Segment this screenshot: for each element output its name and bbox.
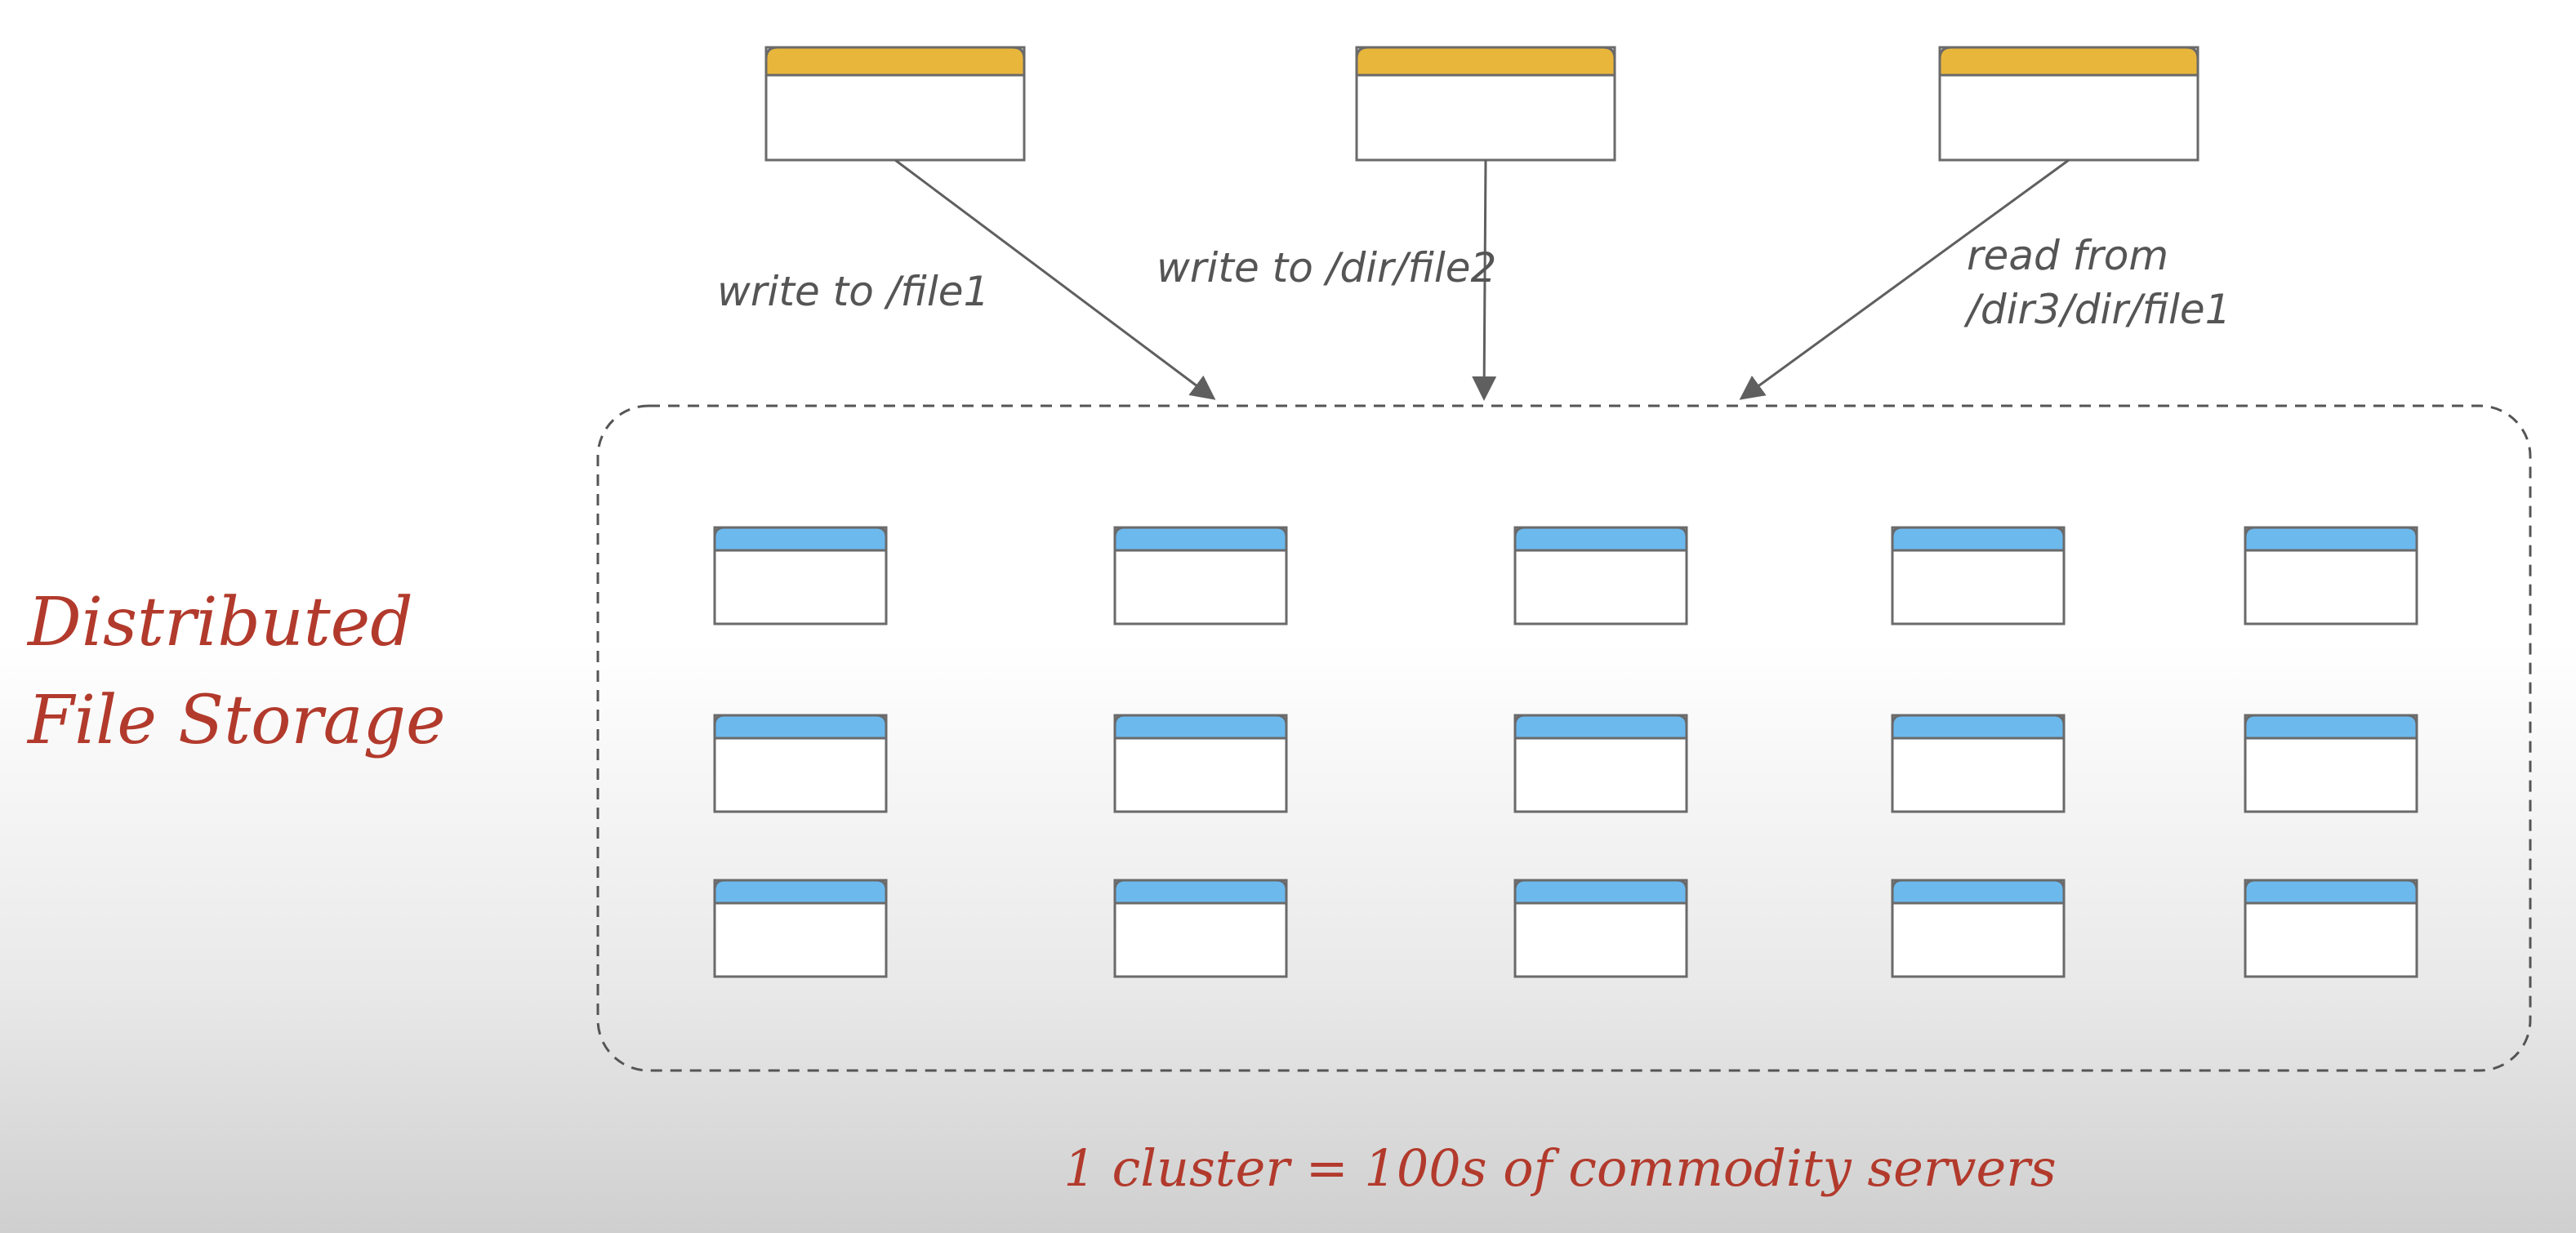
- server-box: [1113, 714, 1288, 813]
- server-box: [1891, 879, 2066, 978]
- request-arrow-1: [894, 158, 1216, 400]
- server-box: [713, 714, 888, 813]
- server-box: [1113, 526, 1288, 625]
- server-box: [1891, 714, 2066, 813]
- request-arrow-2: [1472, 159, 1497, 401]
- request-label-2: write to /dir/file2: [1157, 244, 1496, 292]
- request-label-1: write to /file1: [717, 268, 989, 315]
- request-arrow-3: [1739, 158, 2070, 400]
- diagram-title-line-1: Distributed: [26, 584, 413, 661]
- server-box: [713, 879, 888, 978]
- server-box: [1513, 714, 1688, 813]
- client-box-2: [1355, 46, 1616, 162]
- server-box: [2244, 879, 2418, 978]
- server-box: [1513, 526, 1688, 625]
- server-box: [2244, 714, 2418, 813]
- server-box: [2244, 526, 2418, 625]
- cluster-caption: 1 cluster = 100s of commodity servers: [1063, 1138, 2056, 1198]
- request-label-3-line-2: /dir3/dir/file1: [1963, 286, 2231, 333]
- client-box-3: [1938, 46, 2199, 162]
- client-box-1: [764, 46, 1026, 162]
- server-box: [1513, 879, 1688, 978]
- server-box: [713, 526, 888, 625]
- server-box: [1113, 879, 1288, 978]
- request-label-3-line-1: read from: [1967, 232, 2168, 279]
- cluster-boundary: [596, 404, 2532, 1072]
- diagram-title-line-2: File Storage: [26, 682, 446, 759]
- server-grid: [713, 526, 2418, 978]
- server-box: [1891, 526, 2066, 625]
